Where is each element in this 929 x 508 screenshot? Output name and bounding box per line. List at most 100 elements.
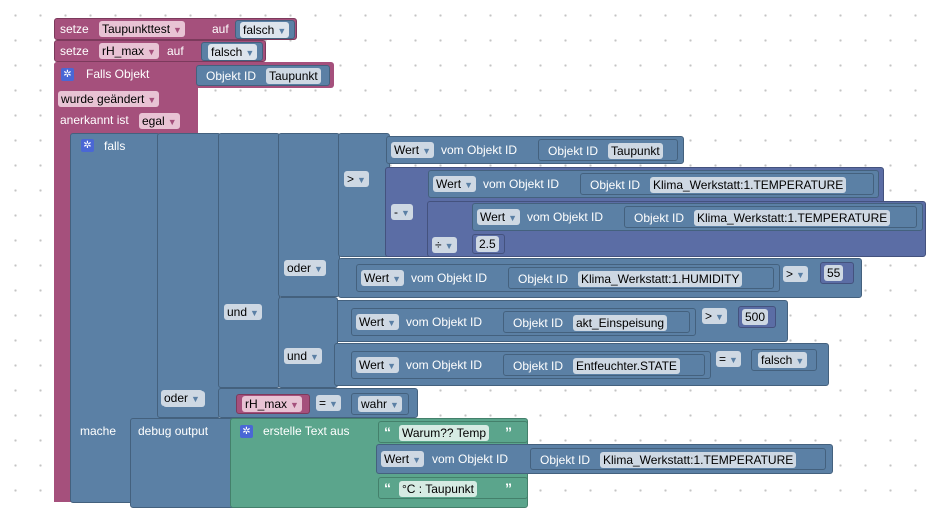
var-name: rH_max <box>245 397 288 411</box>
value-attr-dropdown[interactable]: Wert▼ <box>361 270 405 286</box>
objectid-value[interactable]: Entfeuchter.STATE <box>573 358 680 374</box>
objectid-value[interactable]: Taupunkt <box>266 68 321 84</box>
objectid-block[interactable]: Objekt ID Klima_Werkstatt:1.TEMPERATURE <box>530 448 826 470</box>
compare-operator-dropdown[interactable]: >▼ <box>783 266 808 282</box>
var-dropdown[interactable]: rH_max▼ <box>242 396 302 412</box>
get-value-block-humidity[interactable]: Wert▼ vom Objekt ID Objekt ID Klima_Werk… <box>356 264 780 292</box>
bool-value: wahr <box>361 397 388 411</box>
objectid-block[interactable]: Objekt ID akt_Einspeisung <box>503 311 690 333</box>
compare-einspeisung-block[interactable]: Wert▼ vom Objekt ID Objekt ID akt_Einspe… <box>334 300 788 342</box>
debug-output-block[interactable]: debug output <box>130 418 240 508</box>
or-dropdown[interactable]: oder▼ <box>284 260 326 276</box>
get-value-block-einspeisung[interactable]: Wert▼ vom Objekt ID Objekt ID akt_Einspe… <box>351 308 696 336</box>
attr-value: Wert <box>359 358 385 372</box>
objectid-block[interactable]: Objekt ID Klima_Werkstatt:1.HUMIDITY <box>508 267 774 289</box>
from-object-label: vom Objekt ID <box>406 315 483 329</box>
bool-dropdown[interactable]: falsch▼ <box>240 22 290 38</box>
bool-falsch-block[interactable]: falsch▼ <box>201 42 263 61</box>
objectid-block[interactable]: Objekt ID Taupunkt <box>538 139 678 161</box>
get-value-block-temp-2[interactable]: Wert▼ vom Objekt ID Objekt ID Klima_Werk… <box>472 203 923 231</box>
var-taupunkttest-dropdown[interactable]: Taupunkttest▼ <box>99 21 185 37</box>
bool-falsch-block[interactable]: falsch▼ <box>235 20 295 39</box>
from-object-label: vom Objekt ID <box>411 271 488 285</box>
value-attr-dropdown[interactable]: Wert▼ <box>381 451 425 467</box>
number-value[interactable]: 2.5 <box>476 236 499 252</box>
attr-value: Wert <box>480 210 506 224</box>
var-get-rhmax-block[interactable]: rH_max▼ <box>236 394 310 414</box>
ack-dropdown[interactable]: egal▼ <box>139 113 180 129</box>
objectid-block[interactable]: Objekt ID Entfeuchter.STATE <box>503 354 705 376</box>
number-block[interactable]: 2.5 <box>472 234 505 254</box>
compare-operator-dropdown[interactable]: =▼ <box>716 351 741 367</box>
get-value-block-temp-1[interactable]: Wert▼ vom Objekt ID Objekt ID Klima_Werk… <box>428 170 879 198</box>
arith-operator-dropdown[interactable]: -▼ <box>391 204 413 220</box>
objectid-value[interactable]: Taupunkt <box>608 143 663 159</box>
gear-icon[interactable]: ✲ <box>61 68 74 81</box>
text-literal-block-1[interactable]: “ Warum?? Temp ” <box>378 421 528 443</box>
compare-operator-dropdown[interactable]: >▼ <box>702 308 727 324</box>
value-attr-dropdown[interactable]: Wert▼ <box>356 357 400 373</box>
and-block-outer[interactable]: und▼ <box>218 133 280 388</box>
gear-icon[interactable]: ✲ <box>240 425 253 438</box>
dropdown-arrow-icon: ▼ <box>147 95 157 105</box>
objectid-value[interactable]: akt_Einspeisung <box>573 315 668 331</box>
bool-dropdown[interactable]: wahr▼ <box>358 396 402 412</box>
objectid-label: Objekt ID <box>590 178 641 192</box>
compare-gt-block[interactable]: >▼ <box>338 133 390 257</box>
var-rhmax-dropdown[interactable]: rH_max▼ <box>99 43 159 59</box>
or-block-inner[interactable]: oder▼ <box>278 133 340 297</box>
quote-open-icon: “ <box>384 424 391 440</box>
from-object-label: vom Objekt ID <box>483 177 560 191</box>
from-object-label: vom Objekt ID <box>432 452 509 466</box>
value-attr-dropdown[interactable]: Wert▼ <box>477 209 521 225</box>
objectid-block[interactable]: Objekt ID Klima_Werkstatt:1.TEMPERATURE <box>624 206 917 228</box>
value-attr-dropdown[interactable]: Wert▼ <box>433 176 477 192</box>
or-block-outer[interactable]: oder▼ <box>157 133 221 418</box>
get-value-block-temp-3[interactable]: Wert▼ vom Objekt ID Objekt ID Klima_Werk… <box>376 444 833 474</box>
set-label: setze <box>60 44 89 58</box>
bool-dropdown[interactable]: falsch▼ <box>758 352 808 368</box>
set-rhmax-block[interactable]: setze rH_max▼ auf falsch▼ <box>54 40 266 62</box>
change-mode-dropdown[interactable]: wurde geändert▼ <box>58 91 160 107</box>
objectid-block[interactable]: Objekt ID Klima_Werkstatt:1.TEMPERATURE <box>580 173 874 195</box>
objectid-value[interactable]: Klima_Werkstatt:1.HUMIDITY <box>578 271 743 287</box>
get-value-block-taupunkt[interactable]: Wert▼ vom Objekt ID Objekt ID Taupunkt <box>386 136 684 164</box>
value-attr-dropdown[interactable]: Wert▼ <box>356 314 400 330</box>
and-block-inner[interactable]: und▼ <box>278 297 338 388</box>
and-dropdown[interactable]: und▼ <box>224 304 262 320</box>
bool-dropdown[interactable]: falsch▼ <box>208 44 258 60</box>
dropdown-arrow-icon: ▼ <box>796 270 805 280</box>
compare-state-block[interactable]: Wert▼ vom Objekt ID Objekt ID Entfeuchte… <box>334 343 829 386</box>
dropdown-arrow-icon: ▼ <box>508 213 518 223</box>
number-value[interactable]: 500 <box>742 309 769 325</box>
and-dropdown[interactable]: und▼ <box>284 348 322 364</box>
text-literal-block-2[interactable]: “ °C : Taupunkt ” <box>378 477 528 499</box>
event-header-extension: ✲ Falls Objekt Objekt ID Taupunkt <box>54 62 334 88</box>
set-taupunkttest-block[interactable]: setze Taupunkttest▼ auf falsch▼ <box>54 18 297 40</box>
bool-wahr-block[interactable]: wahr▼ <box>351 393 409 415</box>
text-literal-value[interactable]: °C : Taupunkt <box>399 481 477 497</box>
compare-operator-dropdown[interactable]: >▼ <box>344 171 369 187</box>
arith-operator-dropdown[interactable]: ÷▼ <box>432 237 457 253</box>
number-value[interactable]: 55 <box>824 265 844 281</box>
gear-icon[interactable]: ✲ <box>81 139 94 152</box>
compare-humidity-block[interactable]: Wert▼ vom Objekt ID Objekt ID Klima_Werk… <box>338 258 862 298</box>
bool-falsch-block[interactable]: falsch▼ <box>751 349 817 371</box>
number-block[interactable]: 500 <box>738 306 776 328</box>
objectid-value[interactable]: Klima_Werkstatt:1.TEMPERATURE <box>650 177 847 193</box>
objectid-value[interactable]: Klima_Werkstatt:1.TEMPERATURE <box>694 210 891 226</box>
number-block[interactable]: 55 <box>820 262 854 284</box>
dropdown-arrow-icon: ▼ <box>357 175 366 185</box>
objectid-block[interactable]: Objekt ID Taupunkt <box>196 65 330 86</box>
dropdown-arrow-icon: ▼ <box>191 394 200 404</box>
value-attr-dropdown[interactable]: Wert▼ <box>391 142 435 158</box>
get-value-block-state[interactable]: Wert▼ vom Objekt ID Objekt ID Entfeuchte… <box>351 351 711 379</box>
text-literal-value[interactable]: Warum?? Temp <box>399 425 490 441</box>
objectid-label: Objekt ID <box>540 453 591 467</box>
attr-value: Wert <box>384 452 410 466</box>
compare-rhmax-block[interactable]: rH_max▼ =▼ wahr▼ <box>218 388 418 418</box>
objectid-value[interactable]: Klima_Werkstatt:1.TEMPERATURE <box>600 452 797 468</box>
or-dropdown-outer-label[interactable]: oder▼ <box>161 390 203 406</box>
compare-operator-dropdown[interactable]: =▼ <box>316 395 341 411</box>
var-name: Taupunkttest <box>102 22 171 36</box>
